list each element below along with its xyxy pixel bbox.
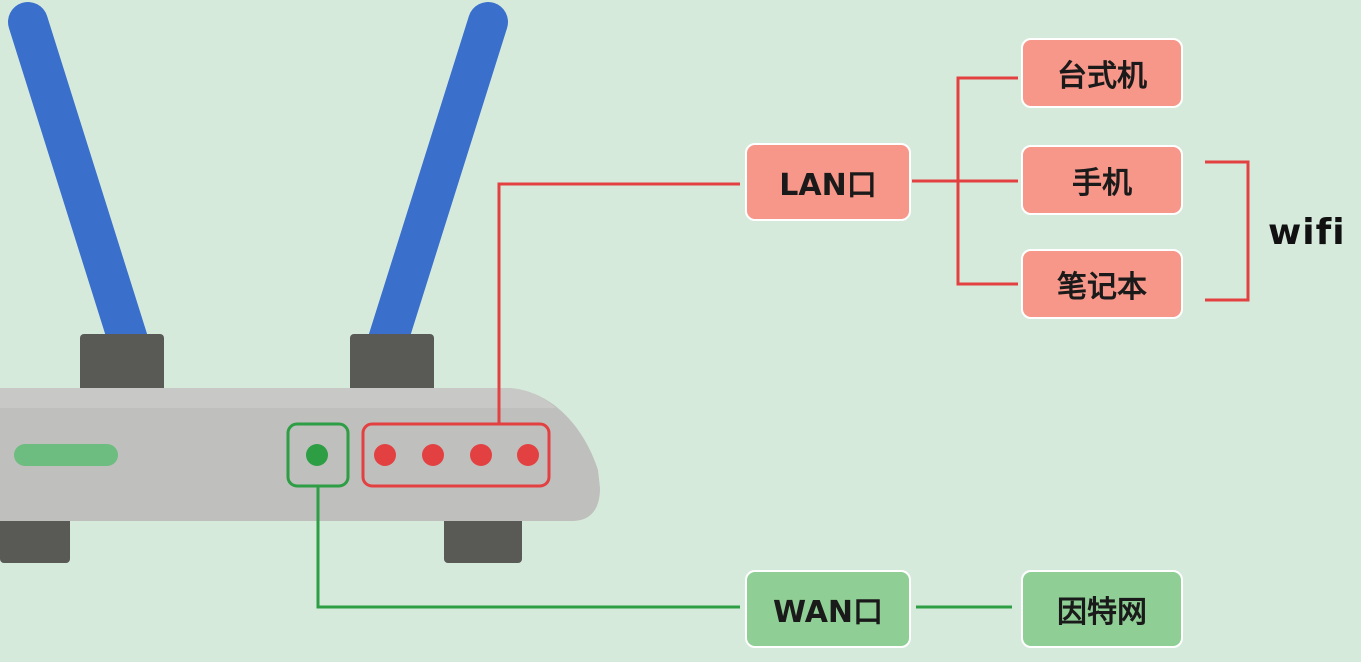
right-antenna — [368, 2, 508, 360]
lan-port-4 — [517, 444, 539, 466]
lan-port-label: LAN口 — [745, 143, 911, 221]
lan-port-frame — [361, 422, 551, 488]
wan-connection-line — [316, 486, 740, 609]
device-branch-bracket — [956, 76, 1018, 286]
wifi-label: wifi — [1268, 212, 1346, 253]
wan-port — [306, 444, 328, 466]
lan-port-2 — [422, 444, 444, 466]
right-antenna-base — [350, 334, 434, 394]
lan-port-3 — [470, 444, 492, 466]
lan-connection-line — [497, 182, 740, 424]
wifi-bracket — [1205, 160, 1250, 302]
left-antenna-base — [80, 334, 164, 394]
phone-label: 手机 — [1021, 145, 1183, 215]
left-antenna — [8, 2, 148, 360]
internet-label: 因特网 — [1021, 570, 1183, 648]
laptop-label: 笔记本 — [1021, 249, 1183, 319]
wan-port-label: WAN口 — [745, 570, 911, 648]
desktop-label: 台式机 — [1021, 38, 1183, 108]
router-top-highlight — [0, 388, 556, 408]
lan-port-1 — [374, 444, 396, 466]
router-body — [0, 388, 600, 521]
status-led-bar — [14, 444, 118, 466]
